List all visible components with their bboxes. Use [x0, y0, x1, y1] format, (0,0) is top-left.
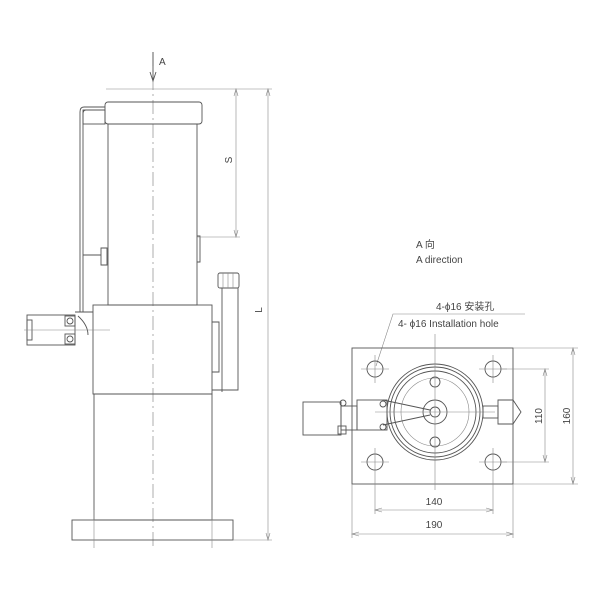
view-title-en: A direction	[416, 255, 463, 266]
length-label: L	[254, 307, 265, 313]
dimension-l	[233, 87, 272, 542]
ram-cap	[104, 101, 203, 125]
hole-leader-line	[375, 313, 525, 367]
dimension-140	[373, 476, 495, 514]
dim-plate-width: 190	[426, 520, 443, 531]
dim-hole-spacing-y: 110	[534, 408, 545, 424]
dimension-110	[500, 367, 549, 464]
hole-note-en: 4- ϕ16 Installation hole	[398, 319, 499, 330]
dimension-160	[513, 346, 578, 486]
mounting-holes	[361, 355, 507, 476]
view-title-cn: A 向	[416, 238, 435, 251]
ram-cylinder	[107, 123, 198, 306]
dimension-s	[106, 87, 272, 239]
release-valve	[24, 311, 110, 346]
hole-note-cn: 4-ϕ16 安装孔	[436, 300, 494, 313]
carry-handle	[79, 106, 108, 313]
stroke-label: S	[224, 156, 235, 163]
ram-stop	[197, 235, 201, 263]
pump-body	[92, 304, 213, 395]
release-valve-top	[302, 399, 388, 436]
direction-label: A	[159, 57, 166, 68]
dim-hole-spacing-x: 140	[426, 497, 443, 508]
base-plate	[71, 519, 234, 541]
top-view: A 向 A direction 4-ϕ16 安装孔 4- ϕ16 Install…	[302, 238, 578, 538]
pump-lever	[212, 272, 240, 392]
base-plate-top	[351, 347, 514, 485]
dim-plate-depth: 160	[562, 407, 573, 424]
direction-arrow	[149, 52, 157, 83]
dimension-190	[350, 484, 515, 538]
cylinder-top	[375, 334, 495, 490]
front-view: A	[24, 52, 272, 550]
pump-socket-top	[482, 399, 522, 425]
